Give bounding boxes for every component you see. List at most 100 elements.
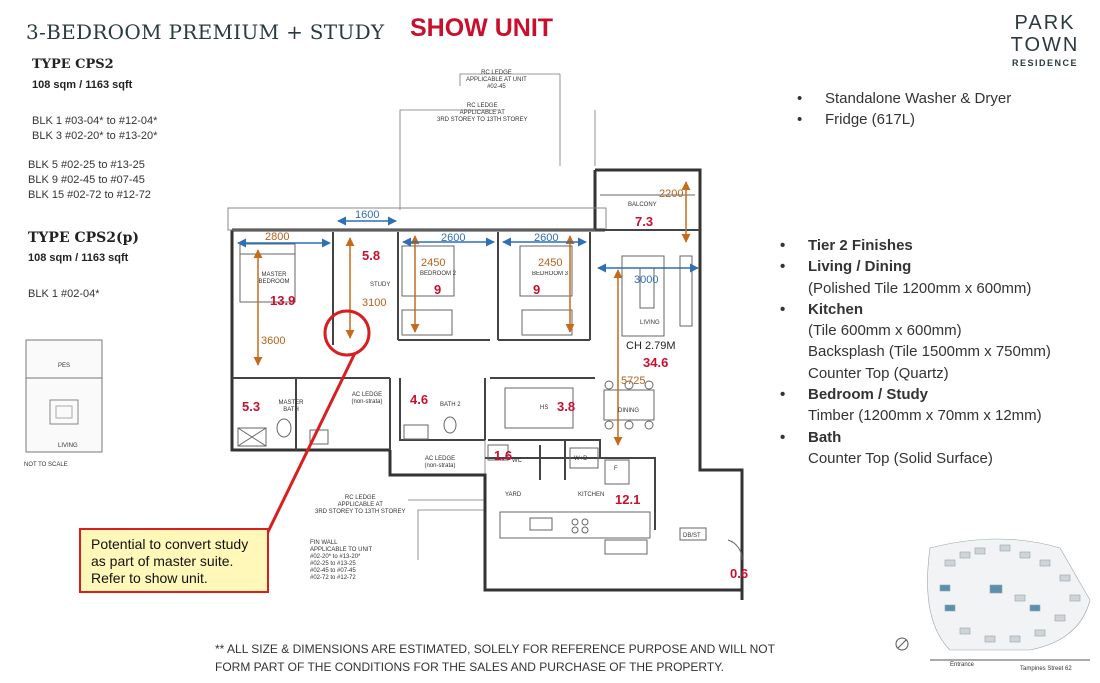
area-master: 13.9 <box>270 293 296 308</box>
room-wc: WC <box>512 458 522 464</box>
key-plan-pes: PES <box>58 363 71 369</box>
disclaimer: ** ALL SIZE & DIMENSIONS ARE ESTIMATED, … <box>215 640 775 676</box>
finish-detail: (Polished Tile 1200mm x 600mm) <box>808 279 1032 297</box>
dim-bed3-width: 2600 <box>534 232 559 244</box>
rc-ledge-note-3: RC LEDGE APPLICABLE AT 3RD STOREY TO 13T… <box>315 495 405 516</box>
dim-master-height: 3600 <box>261 335 286 347</box>
finish-heading-text: Living / Dining <box>808 258 912 276</box>
fin-wall-note: FIN WALL APPLICABLE TO UNIT #02-20* to #… <box>310 540 372 582</box>
room-bedroom-3: BEDROOM 3 <box>531 271 568 277</box>
finish-heading-text: Tier 2 Finishes <box>808 237 913 254</box>
ann-line: APPLICABLE AT <box>337 502 383 508</box>
disclaimer-line: ** ALL SIZE & DIMENSIONS ARE ESTIMATED, … <box>215 642 775 656</box>
ann-line: APPLICABLE AT UNIT <box>466 77 527 83</box>
area-bed3: 9 <box>533 282 541 297</box>
dim-bed2-height: 2450 <box>421 257 446 269</box>
area-balcony: 7.3 <box>635 214 654 229</box>
room-db-st: DB/ST <box>683 533 701 539</box>
appliance-list: Standalone Washer & Dryer Fridge (617L) <box>795 88 1011 130</box>
ann-line: 3RD STOREY TO 13TH STOREY <box>437 117 528 123</box>
brand-line2: TOWN <box>1010 34 1080 56</box>
ann-line: APPLICABLE AT <box>459 110 505 116</box>
type2-heading: TYPE CPS2(p) <box>28 230 140 246</box>
blk-list-a: BLK 1 #03-04* to #12-04* BLK 3 #02-20* t… <box>32 114 157 144</box>
dimension-arrows-blue <box>237 216 699 273</box>
study-highlight-circle <box>323 309 371 357</box>
site-entrance-label: Entrance <box>950 662 975 668</box>
finish-heading: Living / Dining <box>778 256 1051 278</box>
room-balcony: BALCONY <box>628 202 657 208</box>
room-bath-2: BATH 2 <box>440 402 461 408</box>
furniture <box>237 194 743 561</box>
ann-line: 3RD STOREY TO 13TH STOREY <box>315 509 406 515</box>
blk-line: BLK 9 #02-45 to #07-45 <box>28 174 145 186</box>
area-wc: 1.6 <box>494 448 513 463</box>
finish-heading-text: Kitchen <box>808 300 864 318</box>
site-road-label: Tampines Street 62 <box>1020 666 1072 672</box>
ann-line: APPLICABLE TO UNIT <box>310 547 373 553</box>
dimension-arrows <box>253 181 691 446</box>
finishes-list: Tier 2 Finishes Living / Dining (Polishe… <box>778 235 1051 469</box>
finish-detail: Timber (1200mm x 70mm x 12mm) <box>808 407 1042 425</box>
north-compass-icon <box>895 637 909 651</box>
finish-heading-text: Bedroom / Study <box>808 386 929 404</box>
type1-size: 108 sqm / 1163 sqft <box>32 79 133 91</box>
area-dbst: 0.6 <box>730 566 749 581</box>
finish-detail: Backsplash (Tile 1500mm x 750mm) <box>808 343 1051 361</box>
finish-heading: Bedroom / Study <box>778 384 1051 406</box>
type1-heading: TYPE CPS2 <box>32 57 114 72</box>
ac-ledge-1: AC LEDGE (non-strata) <box>351 392 383 405</box>
finish-detail: Counter Top (Solid Surface) <box>808 449 993 467</box>
blk-list-b: BLK 5 #02-25 to #13-25 BLK 9 #02-45 to #… <box>28 158 151 203</box>
ann-line: #02-25 to #13-25 <box>310 561 356 567</box>
ann-line: #02-20* to #13-20* <box>310 554 361 560</box>
finish-heading: Kitchen <box>778 299 1051 321</box>
dim-bed3-height: 2450 <box>538 257 563 269</box>
dim-study-height: 3100 <box>362 297 387 309</box>
ceiling-height: CH 2.79M <box>626 340 676 352</box>
callout-pointer <box>263 352 357 539</box>
study-conversion-callout: Potential to convert study as part of ma… <box>79 528 269 593</box>
key-plan-living: LIVING <box>58 443 78 449</box>
room-master-bath: MASTER BATH <box>278 400 304 413</box>
room-hs: HS <box>540 405 549 411</box>
room-master-bedroom: MASTER BEDROOM <box>258 272 290 285</box>
dim-bed2-width: 2600 <box>441 232 466 244</box>
dim-master-width: 2800 <box>265 231 290 243</box>
ann-line: FIN WALL <box>310 540 338 546</box>
site-plan <box>927 538 1091 661</box>
area-study: 5.8 <box>362 248 381 263</box>
show-unit-label: SHOW UNIT <box>410 14 554 42</box>
dim-balcony: 2200 <box>659 188 684 200</box>
finish-detail: (Tile 600mm x 600mm) <box>808 322 962 340</box>
callout-line: Refer to show unit. <box>91 570 208 586</box>
blk-line: BLK 3 #02-20* to #13-20* <box>32 130 158 142</box>
blk-line: BLK 1 #03-04* to #12-04* <box>32 115 158 127</box>
rc-ledge-strip <box>227 207 607 231</box>
outer-walls <box>230 168 744 600</box>
area-hs: 3.8 <box>557 399 576 414</box>
room-bedroom-2: BEDROOM 2 <box>420 271 457 277</box>
ann-line: #02-72 to #12-72 <box>310 575 356 581</box>
brand-logo: PARK TOWN RESIDENCE <box>1000 12 1090 68</box>
ann-line: #02-45 <box>487 84 506 90</box>
rc-ledge-note-2: RC LEDGE APPLICABLE AT 3RD STOREY TO 13T… <box>437 103 527 124</box>
room-dining: DINING <box>618 408 639 414</box>
blk-line: BLK 5 #02-25 to #13-25 <box>28 159 145 171</box>
finish-detail: Counter Top (Quartz) <box>808 364 949 382</box>
type2-size: 108 sqm / 1163 sqft <box>28 252 129 264</box>
page-title: 3-BEDROOM PREMIUM + STUDY <box>26 20 385 44</box>
finish-heading-text: Bath <box>808 428 842 446</box>
room-wd: W+D <box>574 456 588 462</box>
room-fridge: F <box>614 466 618 472</box>
area-bath2: 4.6 <box>410 392 429 407</box>
ann-line: RC LEDGE <box>466 103 498 109</box>
not-to-scale: NOT TO SCALE <box>24 462 68 468</box>
dim-living-width: 3000 <box>634 274 659 286</box>
ann-line: RC LEDGE <box>481 70 512 76</box>
blk-line: BLK 15 #02-72 to #12-72 <box>28 189 151 201</box>
appliance-item: Fridge (617L) <box>795 109 1011 130</box>
ann-line: RC LEDGE <box>344 495 376 501</box>
appliance-item: Standalone Washer & Dryer <box>795 88 1011 109</box>
key-plan <box>25 339 103 453</box>
